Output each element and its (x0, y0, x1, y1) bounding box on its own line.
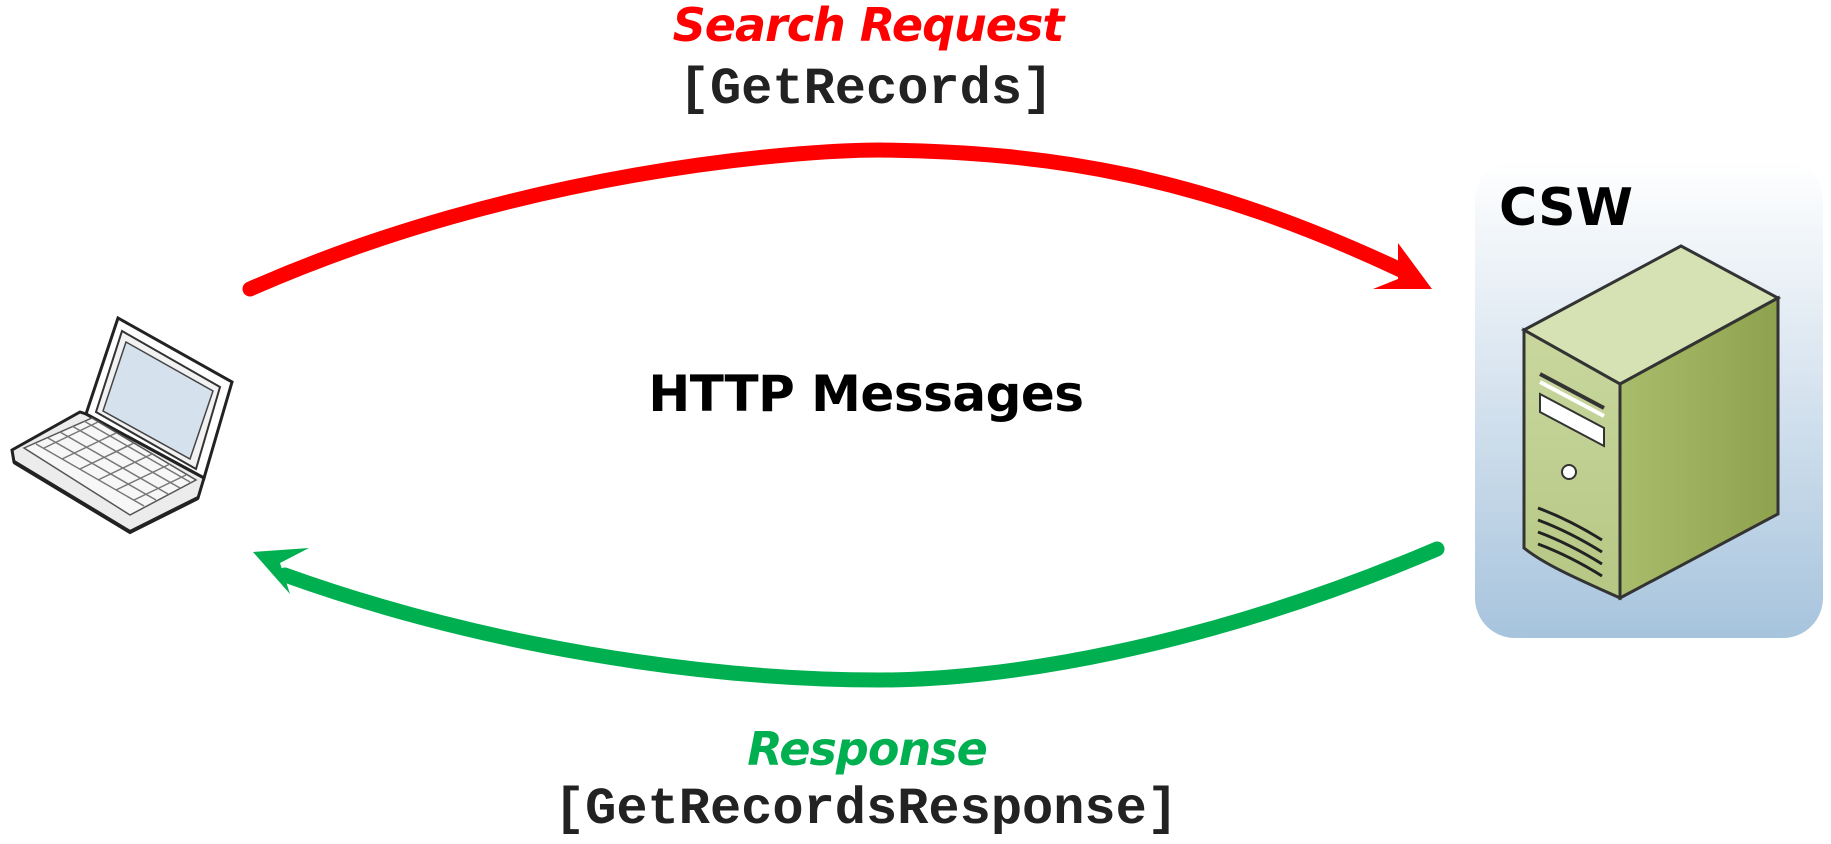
request-arrow-line (242, 142, 1413, 297)
response-arrow-line (277, 541, 1445, 688)
response-arrowhead (253, 548, 309, 594)
http-messages-caption: HTTP Messages (648, 365, 1084, 423)
laptop-icon (10, 315, 234, 535)
request-operation: [GetRecords] (678, 60, 1054, 119)
request-arrow (242, 142, 1432, 297)
response-arrow (253, 541, 1445, 688)
request-arrowhead (1373, 243, 1432, 289)
response-operation: [GetRecordsResponse] (553, 780, 1179, 839)
response-title: Response (747, 722, 988, 776)
server-label: CSW (1499, 178, 1633, 238)
request-title: Search Request (672, 0, 1065, 52)
server-tower-icon (1520, 244, 1782, 601)
